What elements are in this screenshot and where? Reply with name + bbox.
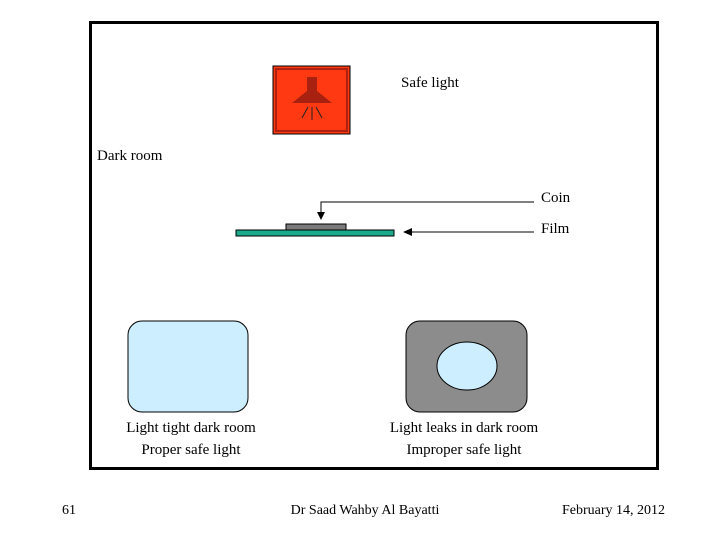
- panel-2-caption-line1: Light leaks in dark room: [389, 420, 539, 436]
- light-leak-room-panel: [405, 320, 528, 413]
- dark-room-label: Dark room: [97, 148, 163, 164]
- footer-author: Dr Saad Wahby Al Bayatti: [290, 503, 440, 518]
- dark-room-frame: [89, 21, 659, 470]
- safe-light-box: [272, 65, 351, 135]
- page-number: 61: [62, 503, 76, 518]
- panel-2-caption-line2: Improper safe light: [406, 442, 522, 458]
- film-pointer-arrow: [403, 228, 534, 236]
- light-tight-room-panel: [127, 320, 249, 413]
- panel-1-caption-line1: Light tight dark room: [126, 420, 256, 436]
- light-leak-spot: [436, 341, 498, 391]
- panel-1-caption-line2: Proper safe light: [141, 442, 241, 458]
- safe-light-label: Safe light: [401, 75, 459, 91]
- hanging-lamp-icon: [292, 77, 332, 120]
- film: [235, 229, 395, 237]
- footer-date: February 14, 2012: [562, 503, 666, 518]
- coin-pointer-arrow: [317, 201, 534, 220]
- film-label: Film: [541, 221, 570, 237]
- coin-label: Coin: [541, 190, 571, 206]
